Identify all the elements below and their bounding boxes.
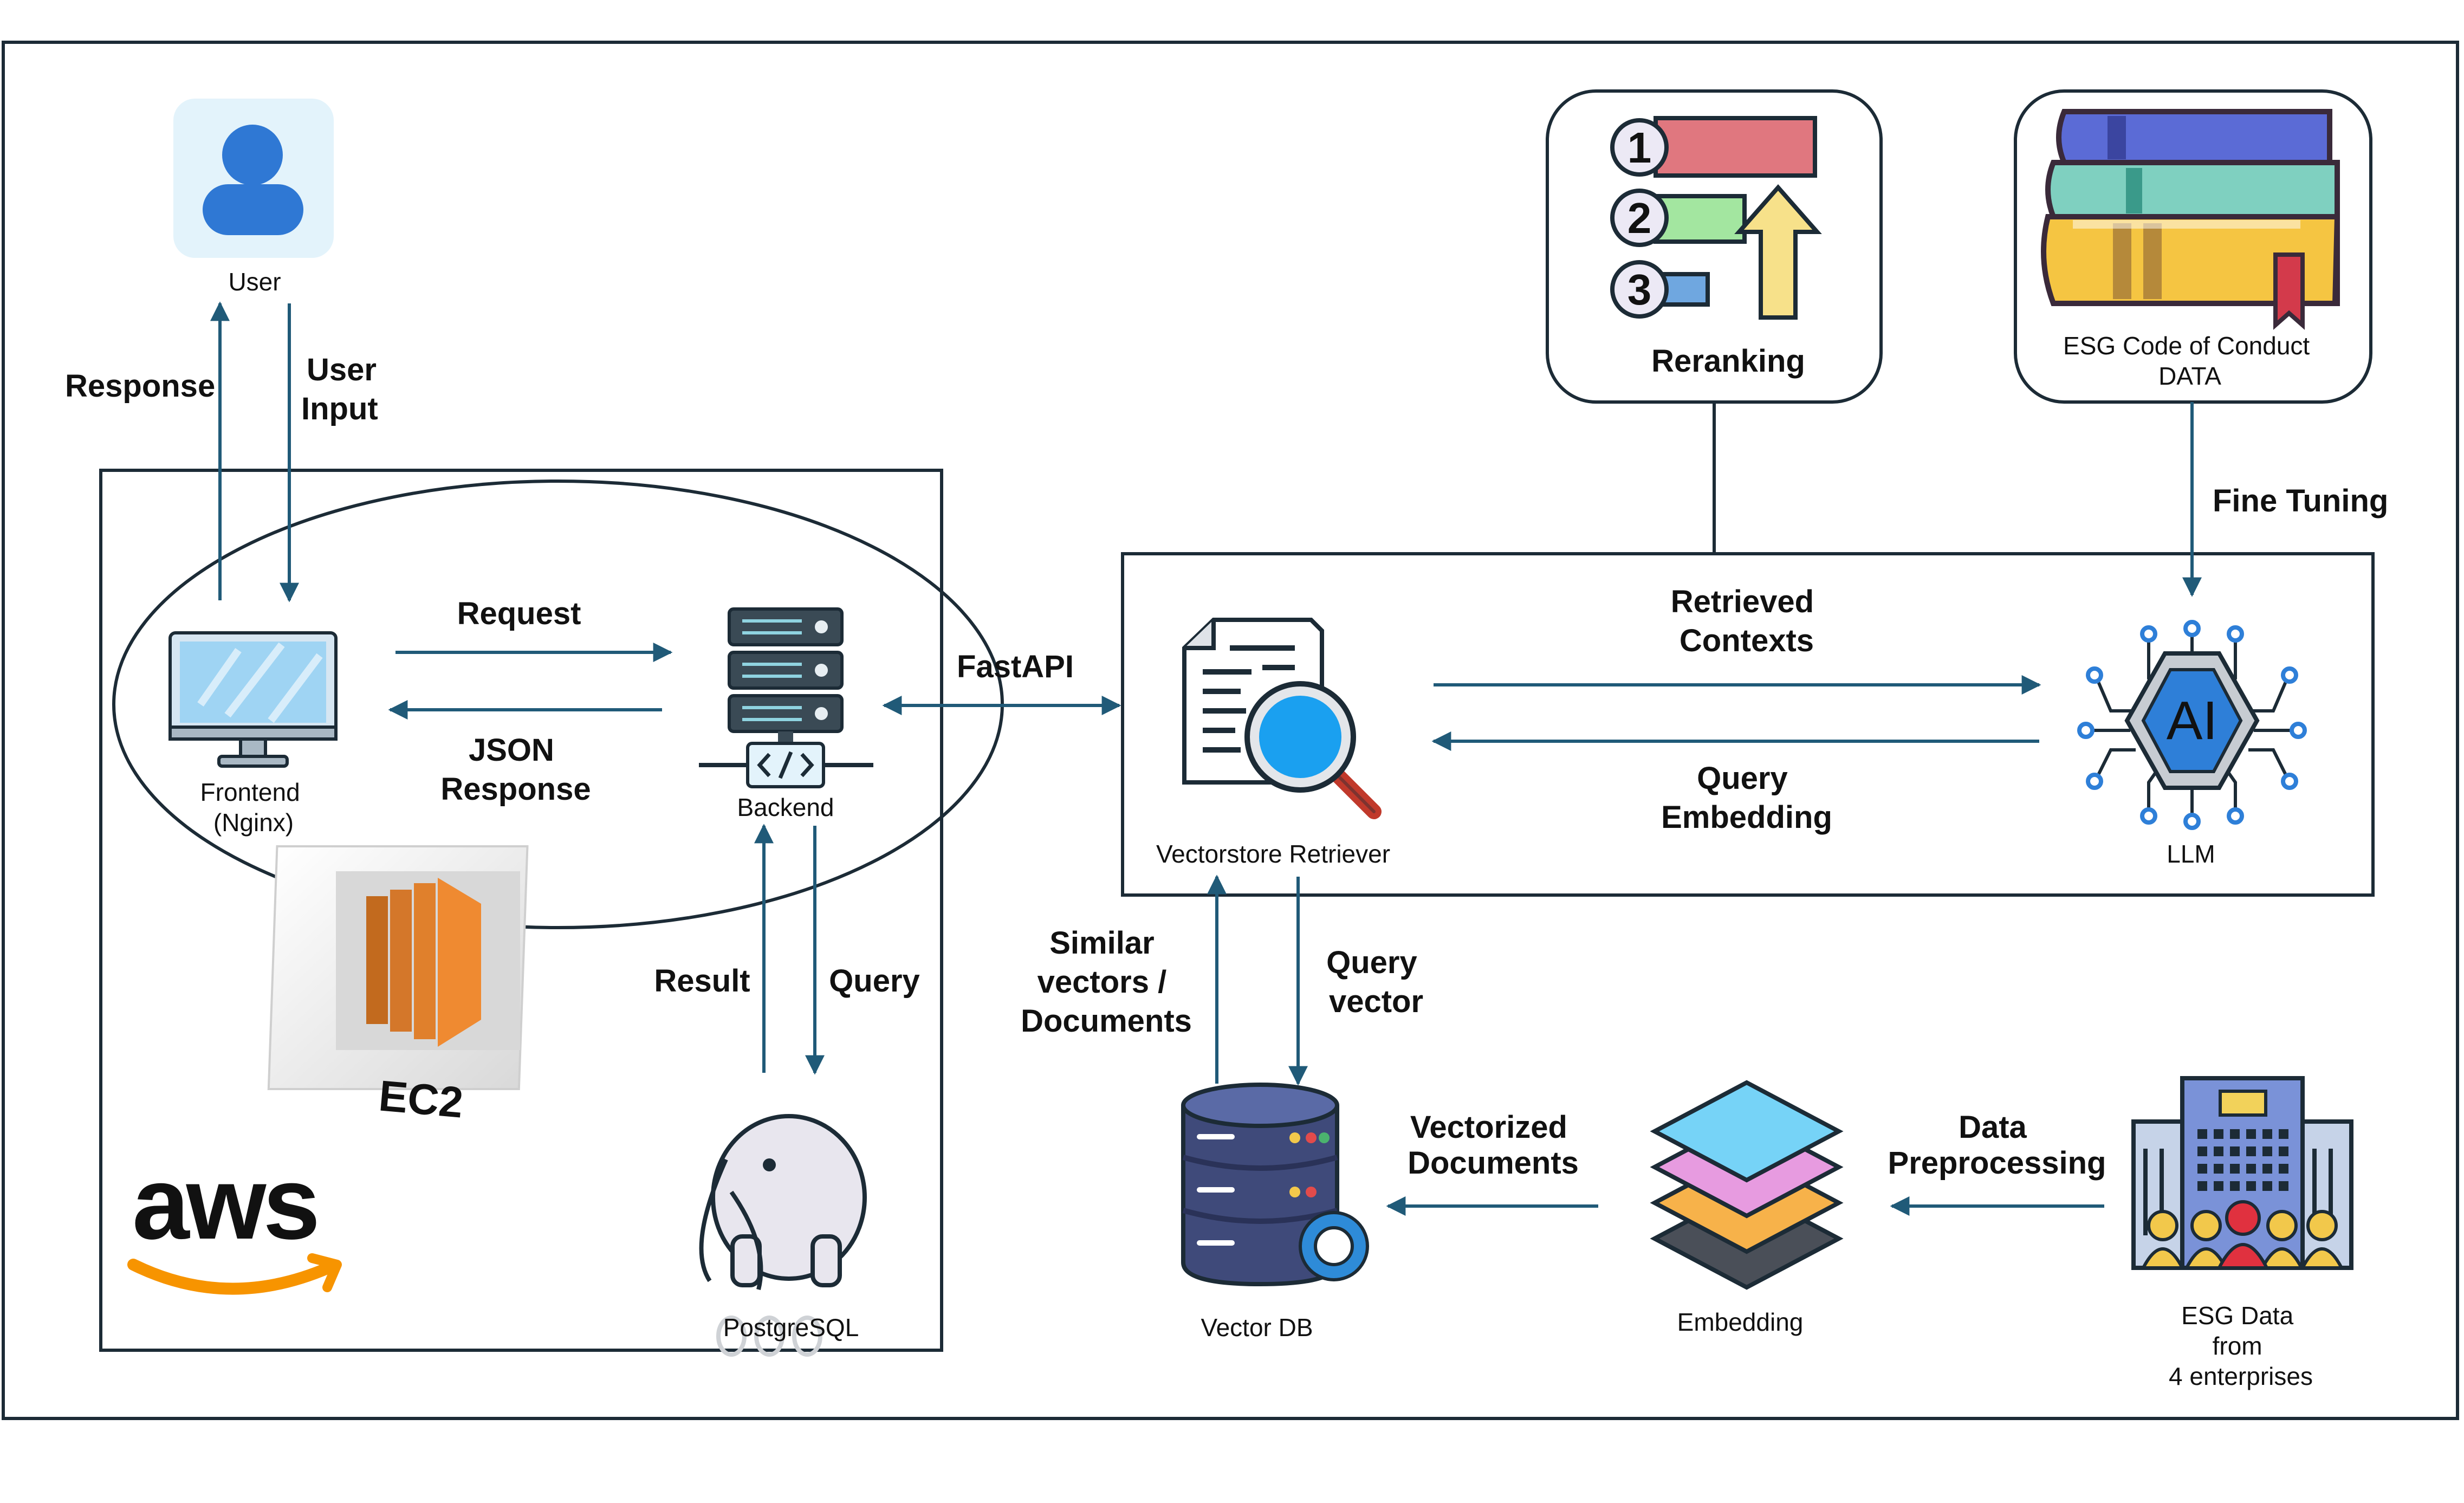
ai-chip-icon[interactable] <box>2077 620 2307 830</box>
request-label: Request <box>457 596 581 631</box>
outer-frame <box>2 41 2459 1420</box>
reranking-label: Reranking <box>1651 344 1805 379</box>
json-response-label: JSON Response <box>440 733 591 807</box>
books-icon <box>2041 109 2340 330</box>
rag-container <box>1121 552 2375 897</box>
data-preprocessing-label: Data Preprocessing <box>1888 1110 2106 1181</box>
document-search-icon[interactable] <box>1182 618 1382 819</box>
vector-db-label: Vector DB <box>1201 1313 1313 1342</box>
user-input-label: User Input <box>301 352 385 426</box>
svg-text:aws: aws <box>132 1146 317 1261</box>
buildings-icon <box>2131 1076 2353 1270</box>
server-icon[interactable] <box>699 607 873 788</box>
frontend-label: Frontend (Nginx) <box>200 778 307 837</box>
ai-chip-text: AI <box>2167 690 2217 751</box>
aws-logo: aws <box>127 1146 342 1295</box>
svg-text:3: 3 <box>1627 265 1652 314</box>
fastapi-label: FastAPI <box>957 649 1074 684</box>
svg-text:2: 2 <box>1627 194 1652 242</box>
result-label: Result <box>654 963 750 999</box>
monitor-icon[interactable] <box>168 631 338 768</box>
postgres-label: PostgreSQL <box>723 1313 859 1342</box>
ranking-icon: 1 2 3 <box>1610 116 1822 320</box>
fine-tuning-label: Fine Tuning <box>2213 483 2388 519</box>
user-icon[interactable] <box>173 99 334 258</box>
retriever-label: Vectorstore Retriever <box>1156 840 1390 868</box>
ec2-label: EC2 <box>377 1071 465 1126</box>
svg-text:1: 1 <box>1627 124 1652 172</box>
backend-label: Backend <box>737 793 834 821</box>
response-label: Response <box>65 368 215 404</box>
query-db-label: Query <box>829 963 920 999</box>
esg-data-label: ESG Data from 4 enterprises <box>2169 1301 2313 1390</box>
llm-label: LLM <box>2167 840 2215 868</box>
elephant-icon <box>699 1114 867 1357</box>
retrieved-contexts-label: Retrieved Contexts <box>1671 584 1823 658</box>
vectorized-documents-label: Vectorized Documents <box>1408 1110 1579 1181</box>
user-label: User <box>228 268 281 296</box>
embedding-label: Embedding <box>1677 1308 1804 1336</box>
aws-container <box>99 469 943 1352</box>
layers-icon <box>1650 1080 1844 1290</box>
ec2-logo <box>267 845 529 1090</box>
similar-vectors-label: Similar vectors / Documents <box>1021 925 1192 1039</box>
esg-code-label: ESG Code of Conduct DATA <box>2063 332 2317 390</box>
database-icon[interactable] <box>1181 1083 1369 1287</box>
query-embedding-label: Query Embedding <box>1661 761 1832 835</box>
query-vector-label: Query vector <box>1326 945 1426 1019</box>
